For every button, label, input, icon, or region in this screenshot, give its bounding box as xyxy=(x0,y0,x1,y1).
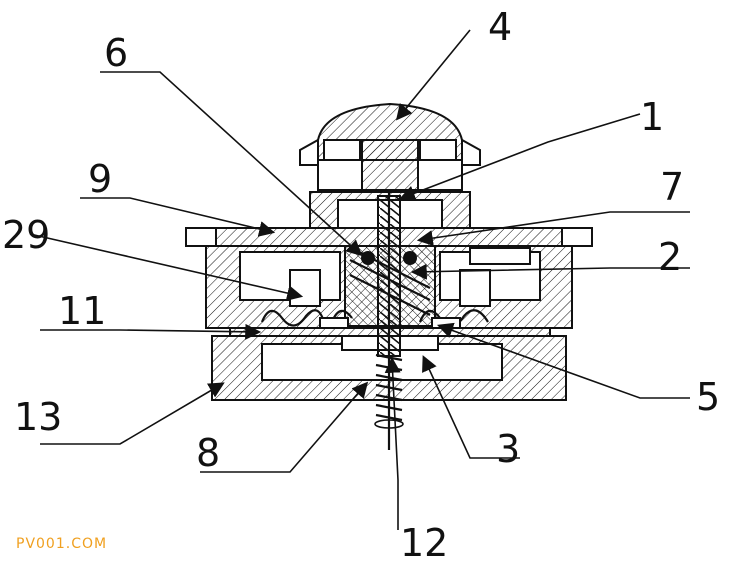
label-29: 29 xyxy=(2,213,50,257)
label-2: 2 xyxy=(658,235,682,279)
label-5: 5 xyxy=(696,375,720,419)
central-spindle xyxy=(377,190,401,450)
label-4: 4 xyxy=(488,5,512,49)
label-3: 3 xyxy=(496,427,520,471)
label-11: 11 xyxy=(58,289,106,333)
label-8: 8 xyxy=(196,431,220,475)
label-13: 13 xyxy=(14,395,62,439)
label-6: 6 xyxy=(104,31,128,75)
label-7: 7 xyxy=(660,165,684,209)
ball-left xyxy=(361,251,375,265)
ball-right xyxy=(403,251,417,265)
watermark: PV001.COM xyxy=(16,536,107,552)
label-1: 1 xyxy=(640,95,664,139)
label-12: 12 xyxy=(400,521,448,565)
label-9: 9 xyxy=(88,157,112,201)
leader-lines xyxy=(29,29,690,530)
